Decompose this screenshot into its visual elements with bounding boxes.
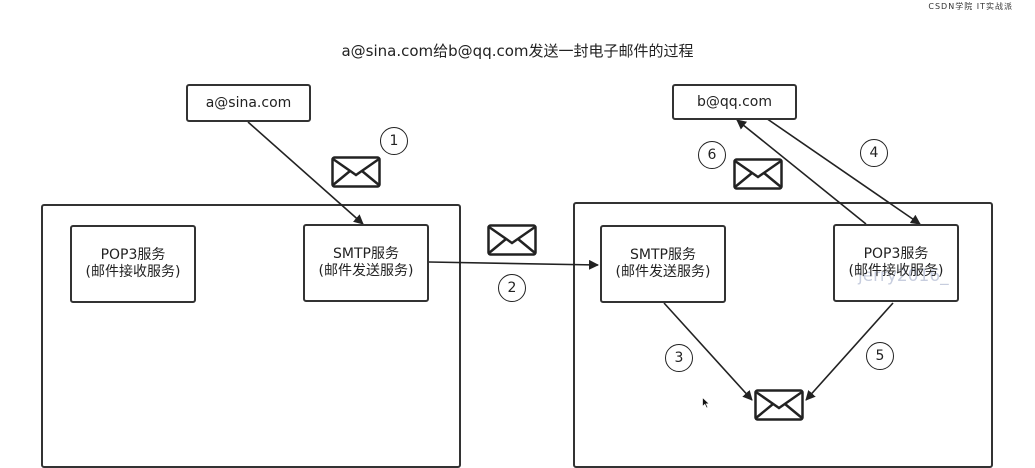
sender-box: a@sina.com bbox=[186, 84, 311, 122]
arrow-step-6 bbox=[736, 119, 867, 225]
service-name: SMTP服务 bbox=[333, 246, 399, 262]
service-desc: (邮件发送服务) bbox=[615, 264, 711, 280]
step-circle-4: 4 bbox=[860, 139, 888, 167]
arrow-step-3 bbox=[663, 302, 753, 401]
service-desc: (邮件接收服务) bbox=[85, 264, 181, 280]
flow-arrows bbox=[247, 115, 921, 401]
service-desc: (邮件发送服务) bbox=[318, 263, 414, 279]
envelope-icon bbox=[754, 389, 804, 421]
sender-label: a@sina.com bbox=[205, 94, 292, 111]
service-name: POP3服务 bbox=[100, 247, 166, 263]
qq-smtp-box: SMTP服务 (邮件发送服务) bbox=[600, 225, 726, 303]
arrow-step-1 bbox=[247, 121, 364, 225]
watermark: CSDN学院 IT实战派 bbox=[928, 2, 1013, 11]
sina-smtp-box: SMTP服务 (邮件发送服务) bbox=[303, 224, 429, 302]
service-desc: (邮件接收服务) bbox=[848, 263, 944, 279]
arrow-step-4 bbox=[762, 115, 921, 225]
qq-pop3-box: POP3服务 (邮件接收服务) bbox=[833, 224, 959, 302]
step-circle-1: 1 bbox=[380, 127, 408, 155]
step-circle-3: 3 bbox=[665, 344, 693, 372]
sina-pop3-box: POP3服务 (邮件接收服务) bbox=[70, 225, 196, 303]
arrow-step-5 bbox=[805, 302, 894, 401]
service-name: POP3服务 bbox=[863, 246, 929, 262]
receiver-box: b@qq.com bbox=[672, 84, 797, 120]
step-circle-5: 5 bbox=[866, 342, 894, 370]
receiver-label: b@qq.com bbox=[696, 93, 772, 110]
envelope-icon bbox=[331, 156, 381, 188]
ghost-watermark-text: jerry2016_ bbox=[858, 266, 949, 286]
arrow-step-2 bbox=[428, 259, 599, 270]
cursor-icon bbox=[702, 397, 710, 409]
step-circle-6: 6 bbox=[698, 141, 726, 169]
diagram-title: a@sina.com给b@qq.com发送一封电子邮件的过程 bbox=[341, 42, 694, 60]
step-circle-2: 2 bbox=[498, 274, 526, 302]
envelope-icon bbox=[487, 224, 537, 256]
service-name: SMTP服务 bbox=[630, 247, 696, 263]
envelope-icon bbox=[733, 158, 783, 190]
